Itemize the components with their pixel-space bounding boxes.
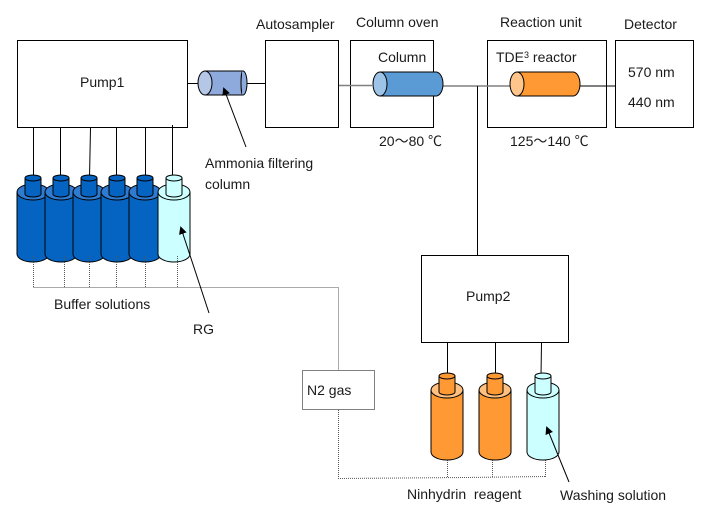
ninhydrin-bottle-2 <box>478 372 512 461</box>
tde-text: TDE <box>496 49 524 65</box>
ammonia-column-label-2: column <box>205 176 251 192</box>
wavelength-440: 440 nm <box>628 94 675 110</box>
buffer-bottle-3 <box>72 174 106 263</box>
pump1-box <box>17 40 188 128</box>
detector-box <box>615 40 694 128</box>
reactor-text: reactor <box>529 49 577 65</box>
column-label: Column <box>378 49 427 65</box>
rg-label: RG <box>193 321 214 337</box>
pump1-label: Pump1 <box>80 74 125 90</box>
tde-superscript: 3 <box>524 50 530 60</box>
n2-gas-lines-pump1 <box>33 256 546 480</box>
detector-label: Detector <box>624 16 677 32</box>
rg-label-arrow <box>179 226 210 314</box>
autosampler-box <box>265 40 339 128</box>
pump2-bottles-group <box>430 372 560 461</box>
buffer-bottles-group <box>16 174 191 263</box>
ninhydrin-bottle-1 <box>430 372 464 461</box>
autosampler-label: Autosampler <box>256 16 335 32</box>
ammonia-filtering-column <box>197 70 248 96</box>
separation-column <box>372 71 444 97</box>
tde3-reactor <box>509 71 581 97</box>
n2-gas-label: N2 gas <box>307 382 352 398</box>
rg-bottle <box>157 174 191 263</box>
buffer-bottle-5 <box>128 174 162 263</box>
ninhydrin-label: Ninhydrin reagent <box>407 486 522 502</box>
ammonia-label-arrow <box>222 87 247 148</box>
buffer-bottle-1 <box>16 174 50 263</box>
pump2-box <box>421 255 569 343</box>
washing-solution-label: Washing solution <box>560 487 667 503</box>
pump1-supply-lines <box>33 125 173 179</box>
n2-gas-box <box>302 370 375 410</box>
reactor-temperature: 125～140 ℃ <box>510 133 589 149</box>
ammonia-column-label-1: Ammonia filtering <box>205 155 314 171</box>
column-temperature: 20～80 ℃ <box>379 133 443 149</box>
washing-solution-bottle <box>526 372 560 461</box>
buffer-solutions-label: Buffer solutions <box>54 296 151 312</box>
buffer-bottle-2 <box>44 174 78 263</box>
column-oven-label: Column oven <box>356 14 439 30</box>
pump2-supply-lines <box>447 342 542 377</box>
tde3-reactor-label: TDE3 reactor <box>496 49 576 65</box>
reaction-unit-label: Reaction unit <box>500 14 582 30</box>
buffer-bottle-4 <box>100 174 134 263</box>
wavelength-570: 570 nm <box>628 64 675 80</box>
washing-label-arrow <box>545 426 570 483</box>
pump2-label: Pump2 <box>466 288 511 304</box>
